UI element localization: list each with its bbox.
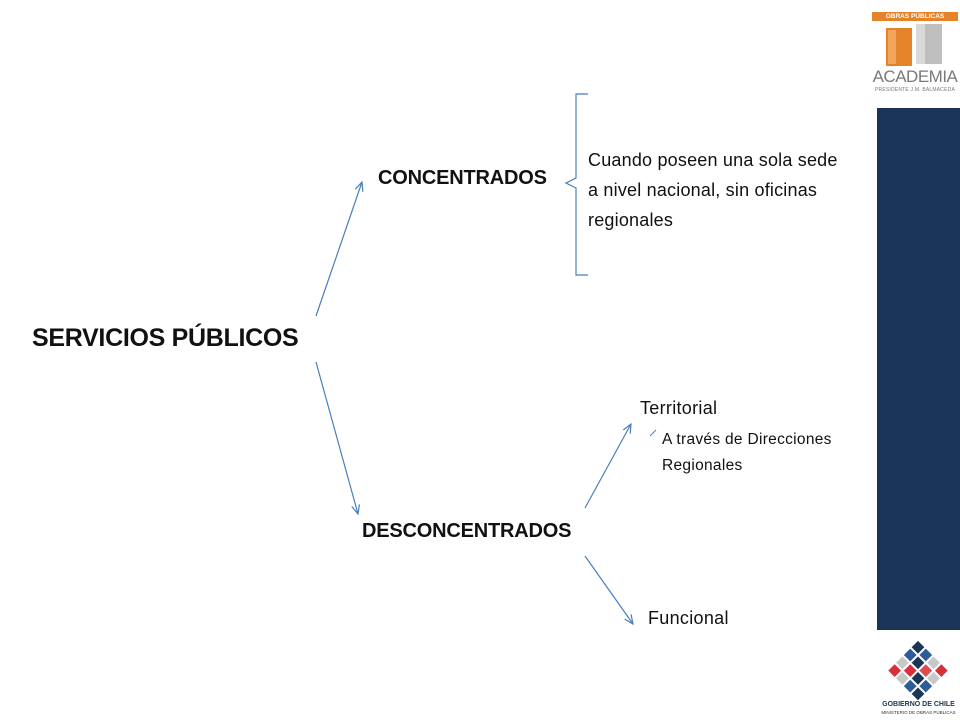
node-territorial: Territorial <box>640 398 718 418</box>
logo-squares <box>886 24 942 66</box>
concentrados-description: Cuando poseen una sola sede a nivel naci… <box>588 150 838 230</box>
arrow-to-territorial <box>584 424 631 509</box>
arrow-root-to-concentrados <box>315 182 362 317</box>
logo-mosaic <box>888 640 948 700</box>
gobierno-subtitle: MINISTERIO DE OBRAS PÚBLICAS <box>881 710 956 715</box>
side-bar <box>877 108 960 630</box>
bracket-territorial <box>649 429 657 437</box>
arrow-root-to-desconcentrados <box>315 361 358 514</box>
gobierno-name: GOBIERNO DE CHILE <box>882 701 955 708</box>
bracket-concentrados <box>564 93 588 276</box>
territorial-detail: A través de Direcciones Regionales <box>662 431 832 474</box>
node-concentrados: CONCENTRADOS <box>378 167 547 189</box>
academia-logo-icon: OBRAS PÚBLICAS ACADEMIA PRESIDENTE J.M. … <box>872 8 958 100</box>
root-node: SERVICIOS PÚBLICOS <box>32 324 299 352</box>
arrow-to-funcional <box>584 555 633 624</box>
node-funcional: Funcional <box>648 608 729 628</box>
logo-name: ACADEMIA <box>872 67 958 86</box>
logo-caption: OBRAS PÚBLICAS <box>872 12 958 21</box>
gobierno-de-chile-logo-icon: GOBIERNO DE CHILE MINISTERIO DE OBRAS PÚ… <box>877 640 960 720</box>
logo-subtitle: PRESIDENTE J.M. BALMACEDA <box>874 87 955 93</box>
node-desconcentrados: DESCONCENTRADOS <box>362 520 572 542</box>
